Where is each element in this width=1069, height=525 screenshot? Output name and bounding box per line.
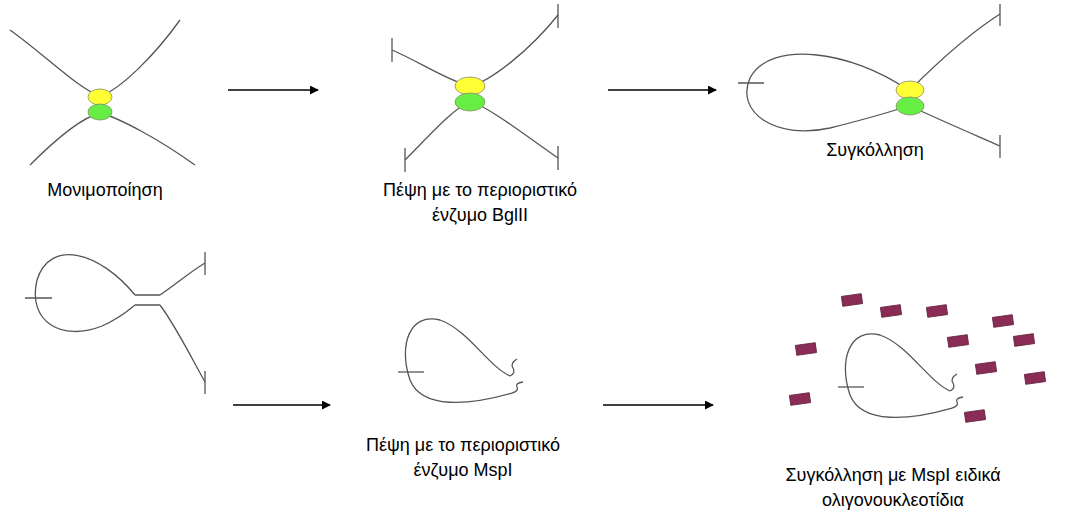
oligonucleotide	[789, 294, 1045, 423]
protein-yellow	[896, 81, 924, 99]
protein-green	[455, 93, 485, 111]
step-caption: Πέψη με το περιοριστικό ένζυμο MspI	[347, 433, 579, 483]
protein-yellow	[455, 77, 485, 95]
dna-strand	[160, 305, 205, 382]
step-caption: Συγκόλληση με MspI ειδικά ολιγονουκλεοτί…	[769, 463, 1017, 513]
step-arrow	[603, 404, 713, 405]
step-arrow	[228, 89, 318, 90]
step-caption: Μονιμοποίηση	[5, 178, 205, 203]
dna-strand	[10, 20, 180, 96]
dna-circle-fragment	[398, 319, 523, 403]
dna-loop	[747, 54, 908, 131]
step-arrow	[608, 89, 716, 90]
dna-loop	[35, 255, 135, 332]
dna-strand	[30, 113, 195, 165]
step-caption: Συγκόλληση	[790, 138, 960, 163]
dna-strand	[160, 263, 205, 295]
dna-strand	[405, 101, 558, 160]
dna-strand	[392, 15, 558, 86]
dna-junction	[135, 295, 160, 305]
protein-green	[896, 97, 924, 115]
dna-strand	[910, 14, 1000, 90]
step-caption: Πέψη με το περιοριστικό ένζυμο BglII	[364, 178, 596, 228]
cut-tick	[738, 4, 1000, 158]
protein-green	[88, 104, 112, 120]
dna-circle-fragment	[838, 334, 963, 418]
step-arrow	[233, 404, 330, 405]
cut-tick	[392, 4, 558, 172]
cut-tick	[25, 252, 205, 394]
protein-yellow	[88, 89, 112, 105]
